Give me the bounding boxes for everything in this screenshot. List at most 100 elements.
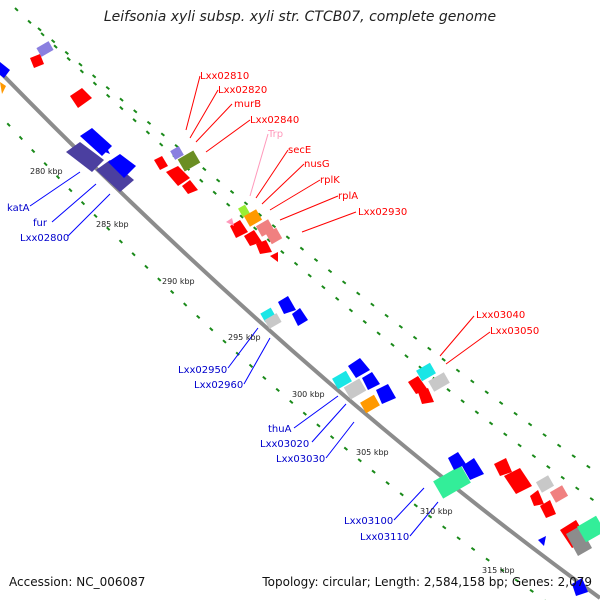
gene-blue[interactable] [100,146,110,154]
gene-blue[interactable] [0,62,10,78]
gene-olive[interactable] [177,150,201,172]
gene-pink[interactable] [255,219,275,237]
gene-label[interactable]: Trp [267,129,283,140]
accession-text: Accession: NC_006087 [9,575,146,589]
gene-features [0,41,600,596]
gene-blue[interactable] [348,358,370,378]
gene-navy[interactable] [66,142,104,172]
topology-summary: Topology: circular; Length: 2,584,158 bp… [262,575,592,589]
gene-red[interactable] [418,388,434,404]
gene-mint[interactable] [576,515,600,543]
leader-line [185,75,201,131]
tick-label: 305 kbp [356,448,389,457]
gene-red[interactable] [256,240,272,254]
gene-red[interactable] [230,220,248,238]
gene-label[interactable]: Lxx02810 [200,71,249,82]
gene-blue[interactable] [278,296,296,314]
tick-label: 285 kbp [96,220,129,229]
leader-line [261,163,305,205]
gene-blue[interactable] [292,308,308,326]
gene-navy[interactable] [96,160,134,192]
gene-label[interactable]: Lxx03110 [360,532,409,543]
gene-grey[interactable] [535,475,555,493]
tick-labels: 280 kbp 285 kbp 290 kbp 295 kbp 300 kbp … [30,167,515,575]
gene-label[interactable]: Lxx02950 [178,365,227,376]
leader-line [255,149,289,199]
gene-red[interactable] [166,166,190,186]
leader-line [51,183,97,223]
leader-line [189,89,219,139]
gene-lavender[interactable] [170,146,184,160]
gene-label[interactable]: thuA [268,424,292,435]
gene-red[interactable] [70,88,92,108]
gene-label[interactable]: Lxx03050 [490,326,539,337]
gene-grey[interactable] [264,313,282,329]
gene-red[interactable] [540,500,556,518]
gene-red[interactable] [504,468,532,494]
gene-grey[interactable] [343,378,367,400]
gene-blue[interactable] [448,452,466,470]
gene-orange[interactable] [243,209,263,227]
gene-label[interactable]: Lxx02800 [20,233,69,244]
gene-cyan[interactable] [260,307,276,323]
gene-pink[interactable] [226,218,234,226]
gene-red[interactable] [244,230,262,246]
gene-grey[interactable] [428,372,450,392]
gene-label[interactable]: nusG [304,159,330,170]
leader-line [445,331,491,365]
gene-blue[interactable] [572,578,588,596]
gene-blue[interactable] [376,384,396,404]
leader-line [311,403,347,443]
gene-lavender[interactable] [36,41,54,57]
gene-label[interactable]: Lxx02840 [250,115,299,126]
dotted-tracks [0,7,600,600]
gene-label[interactable]: Lxx03030 [276,454,325,465]
gene-red[interactable] [408,376,428,394]
leader-line [439,315,475,357]
gene-label[interactable]: Lxx03040 [476,310,525,321]
leader-line [269,179,321,211]
tick-label: 310 kbp [420,507,453,516]
gene-red[interactable] [182,180,198,194]
gene-lime[interactable] [238,204,250,218]
gene-label[interactable]: rplA [338,191,358,202]
leader-line [29,171,81,207]
gene-label[interactable]: Lxx03100 [344,516,393,527]
leader-line [393,487,425,521]
leader-line [243,337,271,385]
gene-red[interactable] [30,54,44,68]
gene-blue[interactable] [108,154,136,178]
gene-orange[interactable] [0,82,6,94]
gene-grey[interactable] [566,526,592,556]
gene-blue[interactable] [362,372,380,390]
tick-label: 290 kbp [162,277,195,286]
gene-label[interactable]: Lxx02960 [194,380,243,391]
map-title: Leifsonia xyli subsp. xyli str. CTCB07, … [103,9,497,25]
gene-label[interactable]: Lxx02820 [218,85,267,96]
leader-line [279,195,339,221]
gene-orange[interactable] [360,394,380,414]
gene-red[interactable] [530,490,544,506]
gene-label[interactable]: rplK [320,175,340,186]
tick-label: 300 kbp [292,390,325,399]
gene-label[interactable]: fur [33,218,48,229]
tick-label: 315 kbp [482,566,515,575]
gene-red[interactable] [494,458,512,476]
gene-label[interactable]: secE [288,145,311,156]
gene-label[interactable]: katA [7,203,30,214]
gene-mint[interactable] [433,465,471,499]
gene-pink[interactable] [549,485,569,503]
leader-line [195,103,233,143]
gene-red[interactable] [270,252,278,262]
gene-label[interactable]: Lxx03020 [260,439,309,450]
gene-blue[interactable] [462,458,484,480]
gene-cyan[interactable] [416,362,436,382]
leader-line [249,133,269,197]
gene-red[interactable] [154,156,168,170]
gene-label[interactable]: murB [234,99,261,110]
gene-pink[interactable] [265,227,283,245]
gene-cyan[interactable] [332,370,352,390]
leader-line [227,327,259,369]
gene-blue[interactable] [538,536,546,546]
gene-label[interactable]: Lxx02930 [358,207,407,218]
